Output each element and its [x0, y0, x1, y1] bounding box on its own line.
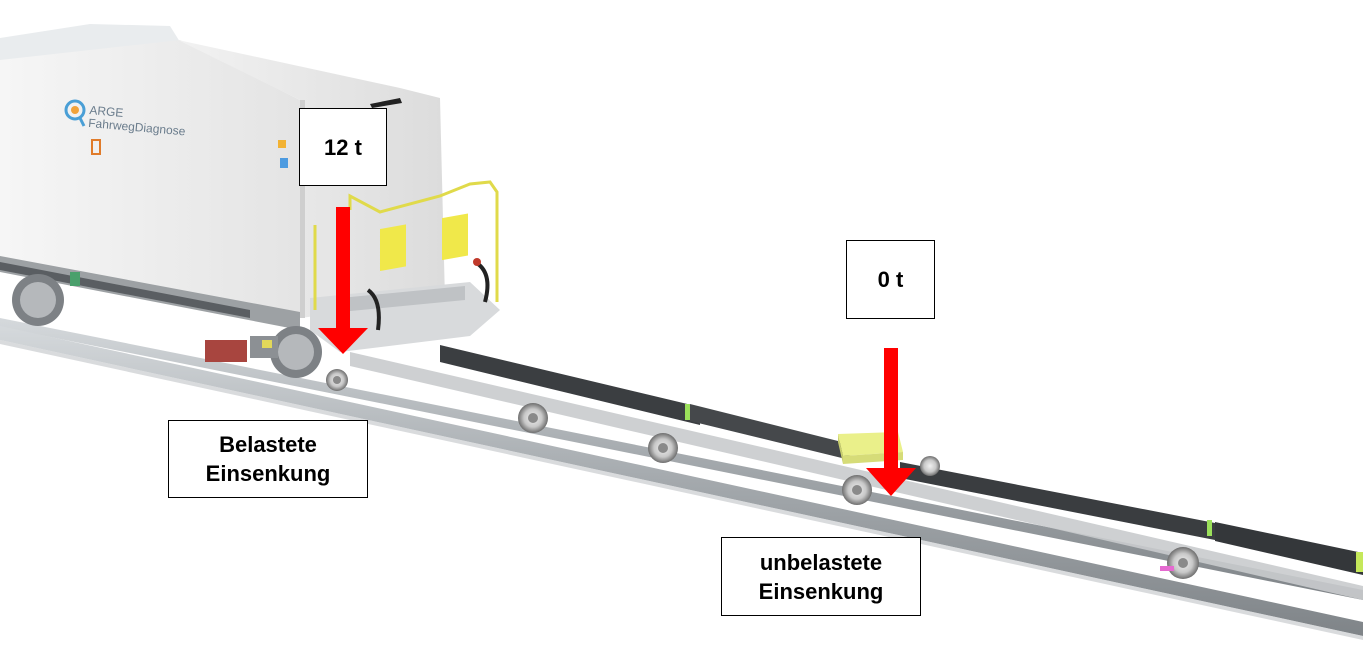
- rail-shadow: [0, 340, 1363, 640]
- load-label-12t: 12 t: [299, 108, 387, 186]
- load-arrow-unloaded: [866, 348, 916, 496]
- label-line-1: unbelastete: [759, 549, 883, 575]
- measurement-vehicle: [0, 24, 500, 378]
- load-value: 12 t: [324, 134, 362, 160]
- label-line-2: Einsenkung: [758, 578, 884, 604]
- beam-segment-3: [900, 462, 1215, 540]
- wheel: [920, 456, 940, 476]
- load-label-0t: 0 t: [846, 240, 935, 319]
- warning-panel: [442, 213, 468, 261]
- unloaded-deflection-label: unbelastete Einsenkung: [721, 537, 921, 616]
- load-arrow-loaded: [318, 207, 368, 354]
- magnifier-logo-icon: [64, 99, 86, 127]
- beam-wheels: [326, 369, 1199, 579]
- railing: [348, 180, 499, 302]
- beam-segment-1: [440, 345, 700, 425]
- label-line-2: Einsenkung: [205, 461, 331, 486]
- beam-joint-marker: [685, 404, 690, 420]
- beam-joint-marker: [1207, 520, 1212, 536]
- warning-panel: [380, 224, 406, 271]
- beam-segment-2: [690, 404, 850, 460]
- beam-joint-marker: [1356, 552, 1363, 572]
- beam-segment-4: [1215, 522, 1363, 575]
- load-value: 0 t: [877, 267, 904, 292]
- rail-near: [0, 326, 1363, 636]
- label-line-1: Belastete: [219, 432, 317, 457]
- loaded-deflection-label: Belastete Einsenkung: [168, 420, 368, 498]
